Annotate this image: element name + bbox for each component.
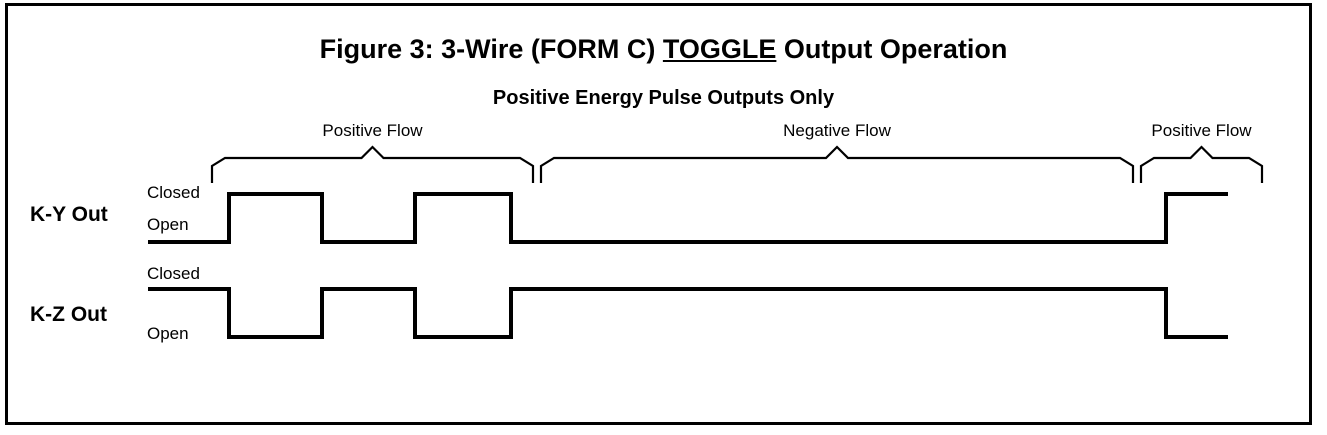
kz-closed-label: Closed bbox=[147, 264, 200, 283]
figure-title-emphasis: TOGGLE bbox=[662, 34, 777, 64]
figure-title-prefix: Figure 3: 3-Wire (FORM C) bbox=[319, 34, 663, 64]
signal-label-ky-out: K-Y Out bbox=[30, 203, 108, 226]
figure-title: Figure 3: 3-Wire (FORM C) TOGGLE Output … bbox=[0, 34, 1327, 65]
flow-label-positive-1: Positive Flow bbox=[322, 121, 423, 140]
ky-closed-label: Closed bbox=[147, 183, 200, 202]
figure-subtitle: Positive Energy Pulse Outputs Only bbox=[492, 87, 835, 109]
signal-label-kz-out: K-Z Out bbox=[30, 303, 107, 326]
figure-border bbox=[5, 3, 1312, 425]
kz-open-label: Open bbox=[147, 324, 189, 343]
flow-label-positive-2: Positive Flow bbox=[1151, 121, 1252, 140]
figure-title-suffix: Output Operation bbox=[776, 34, 1008, 64]
flow-label-negative: Negative Flow bbox=[783, 121, 891, 140]
ky-open-label: Open bbox=[147, 215, 189, 234]
